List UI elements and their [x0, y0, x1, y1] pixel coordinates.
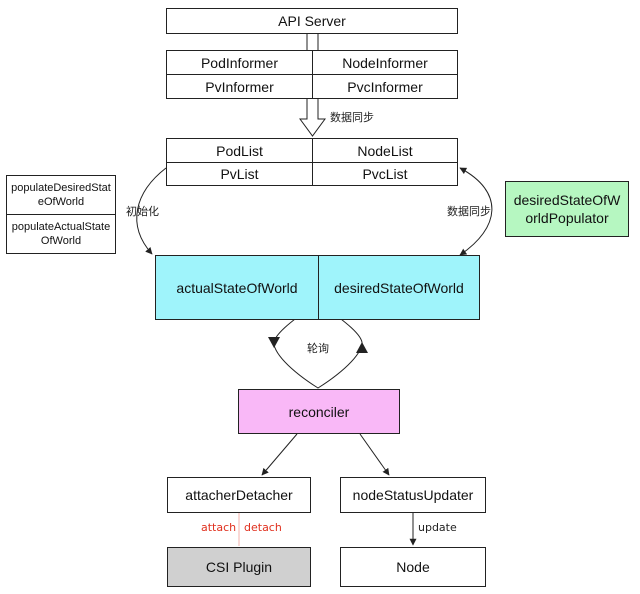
node-list-cell: NodeList: [312, 138, 458, 163]
populate-actual-cell: populateActualStateOfWorld: [6, 214, 116, 254]
desired-state-populator-box: desiredStateOfWorldPopulator: [505, 181, 629, 237]
sync-label-right: 数据同步: [447, 205, 491, 218]
init-label: 初始化: [126, 205, 159, 218]
reconciler-box: reconciler: [238, 389, 400, 434]
pvc-list-cell: PvcList: [312, 162, 458, 186]
populate-desired-cell: populateDesiredStateOfWorld: [6, 175, 116, 215]
attacher-detacher-box: attacherDetacher: [167, 477, 311, 513]
sync-block-arrow: [299, 97, 326, 137]
detach-label: detach: [244, 521, 282, 534]
csi-plugin-box: CSI Plugin: [167, 547, 311, 587]
api-server-box: API Server: [166, 8, 458, 34]
pod-informer-cell: PodInformer: [166, 50, 313, 75]
node-status-updater-box: nodeStatusUpdater: [340, 477, 486, 513]
pv-list-cell: PvList: [166, 162, 313, 186]
poll-label: 轮询: [307, 342, 329, 355]
poll-arrowhead-left: [268, 337, 280, 348]
update-label: update: [418, 521, 457, 534]
attach-label: attach: [201, 521, 237, 534]
sync-label-top: 数据同步: [330, 111, 374, 124]
pv-informer-cell: PvInformer: [166, 74, 313, 99]
pod-list-cell: PodList: [166, 138, 313, 163]
pvc-informer-cell: PvcInformer: [312, 74, 458, 99]
desired-state-of-world-box: desiredStateOfWorld: [318, 255, 480, 320]
reconciler-to-attacher-arrow: [261, 433, 298, 476]
poll-arrowhead-right: [356, 342, 368, 353]
poll-loop-arrow: [273, 301, 363, 389]
node-informer-cell: NodeInformer: [312, 50, 458, 75]
node-box: Node: [340, 547, 486, 587]
actual-state-of-world-box: actualStateOfWorld: [155, 255, 319, 320]
init-arrow: [136, 167, 167, 255]
sync-arrow-right: [459, 167, 493, 256]
reconciler-to-updater-arrow: [359, 433, 390, 476]
